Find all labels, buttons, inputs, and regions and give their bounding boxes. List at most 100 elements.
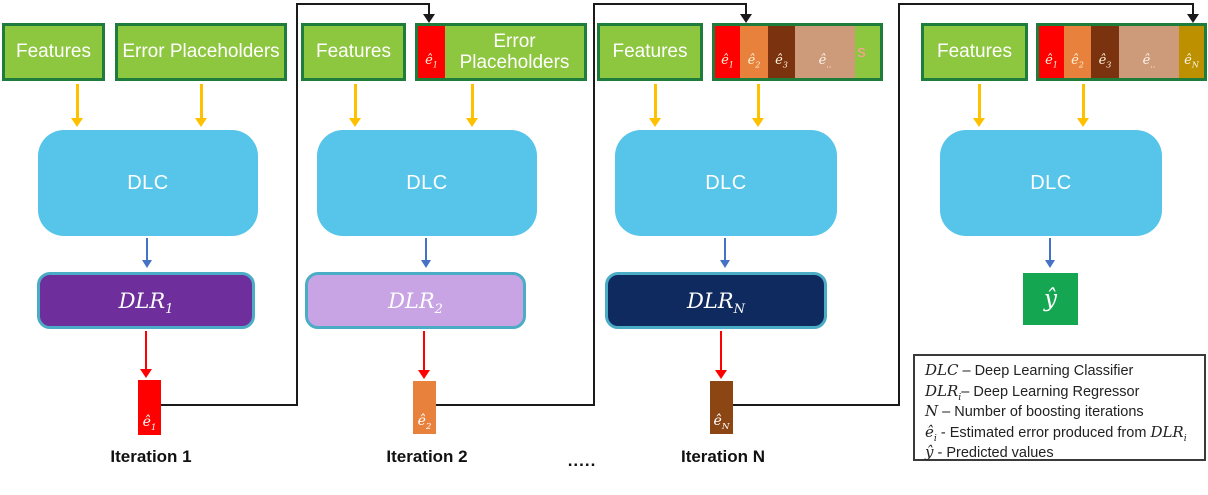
legend-line: DLC – Deep Learning Classifier [925, 361, 1194, 382]
input-strip-1: Error Placeholders [115, 23, 287, 81]
math-token: ê.. [818, 53, 832, 70]
math-token: ê3 [775, 53, 788, 70]
input-strip-2: ê1 Error Placeholders [415, 23, 587, 81]
math-token: êi [925, 422, 937, 444]
arrowhead [720, 260, 730, 268]
dlc-box-3: DLC [615, 130, 837, 236]
connector-e2-line [436, 404, 595, 406]
flow-arrow-blue [724, 238, 726, 261]
flow-arrow-yellow [76, 84, 79, 120]
connector-e1-line [428, 3, 430, 15]
arrowhead [421, 260, 431, 268]
error-segment-eN: êN [1179, 26, 1204, 78]
math-token: ê2 [747, 53, 761, 70]
math-token: DLRi [925, 381, 962, 403]
iteration-caption-2: Iteration 2 [386, 447, 468, 466]
arrowhead [649, 118, 661, 127]
math-token: êN [1184, 53, 1199, 70]
math-token: N [925, 402, 939, 420]
math-token: DLC [925, 361, 959, 379]
arrowhead [715, 370, 727, 379]
flow-arrow-yellow [200, 84, 203, 120]
error-segment-edots: ê.. [795, 26, 855, 78]
segment-label: ê2 [747, 52, 761, 70]
arrowhead [740, 14, 752, 23]
flow-arrow-blue [425, 238, 427, 261]
text-token: - Estimated error produced from [936, 424, 1151, 441]
math-token: ê1 [721, 53, 734, 70]
flow-arrow-yellow [757, 84, 760, 120]
arrowhead [71, 118, 83, 127]
error-output-e1: ê1 [138, 380, 161, 435]
math-token: DLR2 [388, 288, 443, 317]
flow-arrow-yellow [1082, 84, 1085, 120]
connector-e1-line [161, 404, 298, 406]
dlc-box-2: DLC [317, 130, 537, 236]
math-token: DLR1 [118, 288, 174, 317]
connector-e2-line [593, 3, 595, 406]
error-segment-e2: ê2 [1064, 26, 1091, 78]
features-box-2: Features [301, 23, 406, 81]
placeholder-remnant: s [855, 26, 880, 78]
arrowhead [752, 118, 764, 127]
connector-e2-line [745, 3, 747, 15]
arrowhead [140, 369, 152, 378]
arrowhead [349, 118, 361, 127]
legend-line: êi - Estimated error produced from DLRi [925, 423, 1194, 444]
legend-line: DLRi– Deep Learning Regressor [925, 382, 1194, 403]
dlrn-box: DLRN [605, 272, 827, 329]
flow-arrow-yellow [354, 84, 357, 120]
connector-eN-line [733, 404, 900, 406]
legend-line: ŷ - Predicted values [925, 443, 1194, 464]
error-output-e2: ê2 [413, 381, 436, 434]
arrowhead [142, 260, 152, 268]
error-segment-e3: ê3 [1091, 26, 1119, 78]
dlc-box-1: DLC [38, 130, 258, 236]
iteration-caption-1: Iteration 1 [110, 447, 192, 466]
dlr2-box: DLR2 [305, 272, 526, 329]
segment-label: ê1 [721, 52, 734, 70]
text-token: Error Placeholders [122, 41, 280, 63]
error-segment-e2: ê2 [740, 26, 768, 78]
flow-arrow-red [720, 331, 722, 371]
error-segment-e1: ê1 [715, 26, 740, 78]
dlc-box-4: DLC [940, 130, 1162, 236]
math-token: ê3 [1098, 53, 1112, 70]
features-box-4: Features [921, 23, 1028, 81]
features-box-1: Features [2, 23, 105, 81]
arrowhead [418, 370, 430, 379]
math-token: ê2 [1071, 53, 1084, 70]
connector-eN-line [898, 3, 900, 406]
math-token: ŷ [925, 443, 934, 461]
connector-e1-line [296, 3, 430, 5]
input-strip-3: ê1 ê2 ê3 ê.. s [712, 23, 883, 81]
math-token: ê.. [1142, 53, 1156, 70]
predicted-values-box: ŷ [1023, 273, 1078, 325]
segment-label: ê1 [1045, 52, 1058, 69]
math-token: êN [713, 413, 730, 432]
math-token: ê2 [417, 413, 432, 432]
segment-label: ê3 [1098, 52, 1112, 70]
text-token: – Deep Learning Regressor [961, 383, 1140, 400]
error-segment-e1: ê1 [1039, 26, 1064, 78]
arrowhead [423, 14, 435, 23]
flow-arrow-blue [1049, 238, 1051, 261]
connector-e1-line [296, 3, 298, 406]
ellipsis-dots: ..... [567, 451, 597, 470]
text-token: – Deep Learning Classifier [958, 363, 1134, 379]
segment-label: Error Placeholders [445, 31, 584, 74]
text-token: Error Placeholders [459, 30, 570, 73]
text-token: - Predicted values [933, 445, 1054, 461]
flow-arrow-yellow [471, 84, 474, 120]
segment-label: ê2 [1071, 52, 1084, 70]
math-token: DLRi [1150, 422, 1187, 444]
error-segment-edots: ê.. [1119, 26, 1179, 78]
arrowhead [1187, 14, 1199, 23]
error-placeholders-box: Error Placeholders [445, 26, 584, 78]
flow-arrow-blue [146, 238, 148, 261]
math-token: ê1 [425, 53, 438, 70]
arrowhead [1077, 118, 1089, 127]
segment-label: ê1 [425, 52, 438, 70]
arrowhead [466, 118, 478, 127]
